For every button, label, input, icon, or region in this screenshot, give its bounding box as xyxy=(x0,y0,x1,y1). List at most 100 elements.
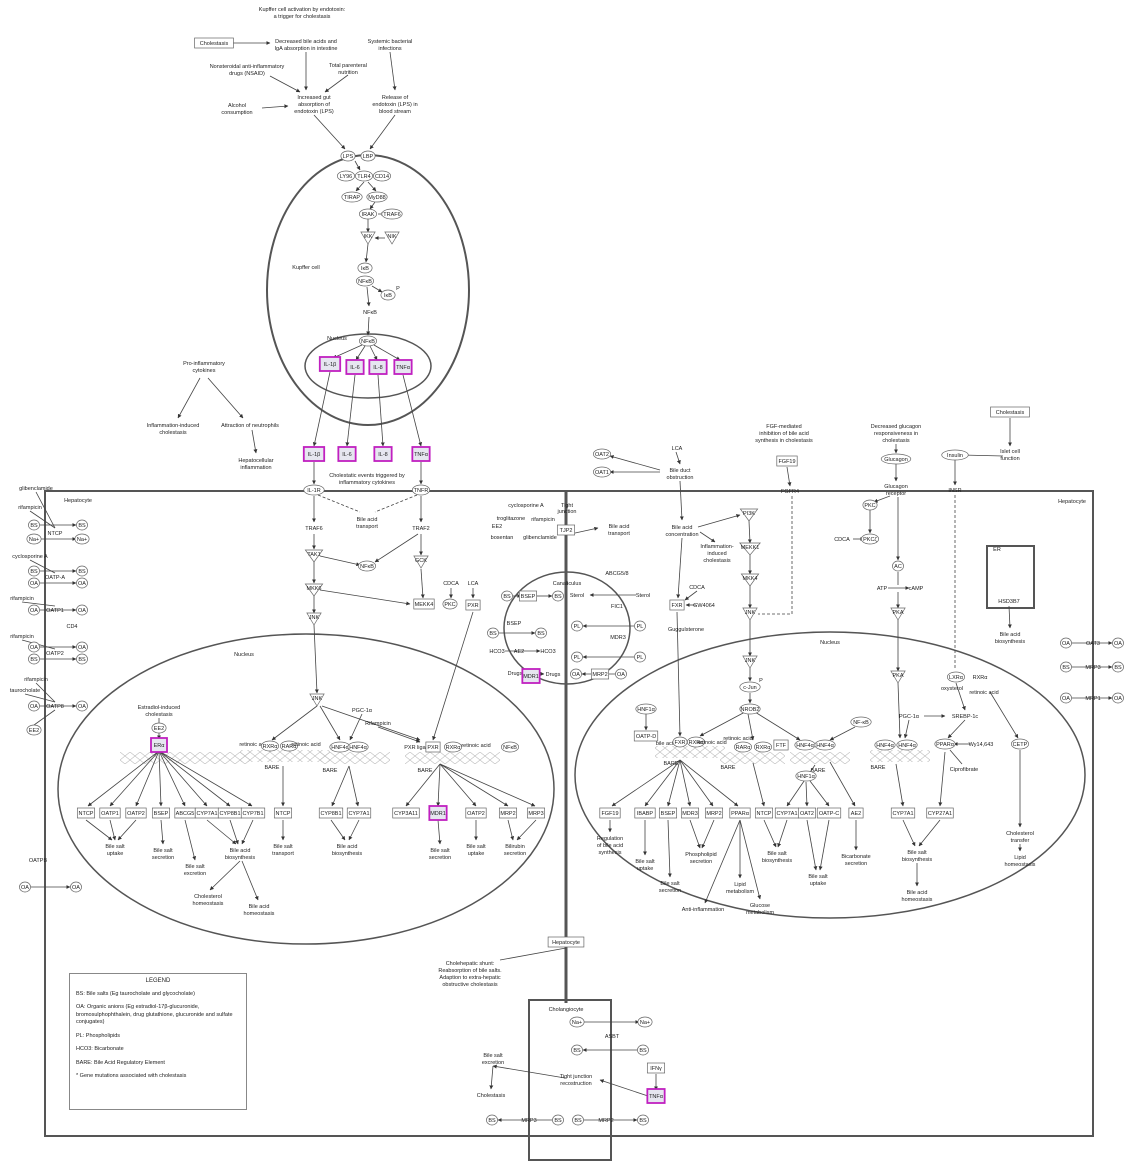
pathway-node[interactable]: OAT2 xyxy=(592,448,612,460)
pathway-node[interactable]: OATP1 xyxy=(99,807,121,819)
pathway-node[interactable]: Hepatocyte xyxy=(547,936,585,948)
pathway-node[interactable]: ERα xyxy=(150,737,168,753)
pathway-node[interactable]: PL xyxy=(571,651,583,663)
pathway-node[interactable]: BS xyxy=(28,653,40,665)
pathway-node[interactable]: BS xyxy=(28,565,40,577)
pathway-node[interactable]: PKC xyxy=(442,598,458,610)
pathway-node[interactable]: OA xyxy=(19,881,31,893)
pathway-node[interactable]: HNF1α xyxy=(635,703,657,715)
pathway-node[interactable]: Cholestasis xyxy=(990,406,1030,418)
pathway-node[interactable]: PKCζ xyxy=(860,533,880,545)
pathway-node[interactable]: FGF19 xyxy=(599,807,621,819)
pathway-node[interactable]: MEKK1 xyxy=(739,542,761,556)
pathway-node[interactable]: BS xyxy=(552,590,564,602)
pathway-node[interactable]: NFκB xyxy=(355,275,375,287)
pathway-node[interactable]: OA xyxy=(615,668,627,680)
pathway-node[interactable]: OA xyxy=(76,604,88,616)
pathway-node[interactable]: IκB xyxy=(357,262,373,274)
pathway-node[interactable]: IL-6 xyxy=(345,359,365,375)
pathway-node[interactable]: IL-1R xyxy=(303,484,325,496)
pathway-node[interactable]: IRAK xyxy=(358,208,378,220)
pathway-node[interactable]: PL xyxy=(634,620,646,632)
pathway-node[interactable]: BS xyxy=(501,590,513,602)
pathway-node[interactable]: PPARα xyxy=(729,807,751,819)
pathway-node[interactable]: BS xyxy=(486,1114,498,1126)
pathway-node[interactable]: OA xyxy=(1112,637,1124,649)
pathway-node[interactable]: BS xyxy=(76,519,88,531)
pathway-node[interactable]: Glucagon xyxy=(880,453,912,465)
pathway-node[interactable]: MyD88 xyxy=(366,191,388,203)
pathway-node[interactable]: CYP8B1 xyxy=(318,807,344,819)
pathway-node[interactable]: IBABP xyxy=(634,807,656,819)
pathway-node[interactable]: HNF4α xyxy=(874,739,896,751)
pathway-node[interactable]: FGF19 xyxy=(776,455,798,467)
pathway-node[interactable]: CYP8B1 xyxy=(217,807,243,819)
pathway-node[interactable]: BS xyxy=(76,653,88,665)
pathway-node[interactable]: BSEP xyxy=(151,807,171,819)
pathway-node[interactable]: OA xyxy=(76,700,88,712)
pathway-node[interactable]: IL-1β xyxy=(302,446,326,462)
pathway-node[interactable]: HNF4α xyxy=(814,739,836,751)
pathway-node[interactable]: NROB2 xyxy=(739,703,761,715)
pathway-node[interactable]: CYP27A1 xyxy=(926,807,954,819)
pathway-node[interactable]: NF-κB xyxy=(850,716,872,728)
pathway-node[interactable]: OA xyxy=(76,641,88,653)
pathway-node[interactable]: BSEP xyxy=(658,807,678,819)
pathway-node[interactable]: HNF4α xyxy=(347,741,369,753)
pathway-node[interactable]: BS xyxy=(1060,661,1072,673)
pathway-node[interactable]: CYP7A1 xyxy=(774,807,800,819)
pathway-node[interactable]: RXRα xyxy=(260,740,280,752)
pathway-node[interactable]: CYP3A11 xyxy=(392,807,420,819)
pathway-node[interactable]: IκB xyxy=(380,289,396,301)
pathway-node[interactable]: RXRα xyxy=(686,736,706,748)
pathway-node[interactable]: CYP7A1 xyxy=(194,807,220,819)
pathway-node[interactable]: BS xyxy=(637,1044,649,1056)
pathway-node[interactable]: IL-6 xyxy=(337,446,357,462)
pathway-node[interactable]: MEKK4 xyxy=(413,598,435,610)
pathway-node[interactable]: MDR3 xyxy=(680,807,700,819)
pathway-node[interactable]: OA xyxy=(1060,692,1072,704)
pathway-node[interactable]: Na+ xyxy=(26,533,42,545)
pathway-node[interactable]: OA xyxy=(28,641,40,653)
pathway-node[interactable]: BS xyxy=(28,519,40,531)
pathway-node[interactable]: OA xyxy=(70,881,82,893)
pathway-node[interactable]: PL xyxy=(634,651,646,663)
pathway-node[interactable]: MDR1 xyxy=(428,805,448,821)
pathway-node[interactable]: FXR xyxy=(672,736,688,748)
pathway-node[interactable]: LPS xyxy=(340,150,356,162)
pathway-node[interactable]: NFκB xyxy=(358,335,378,347)
pathway-node[interactable]: BS xyxy=(571,1044,583,1056)
pathway-node[interactable]: OAT2 xyxy=(797,807,817,819)
pathway-node[interactable]: RARα xyxy=(733,741,753,753)
pathway-node[interactable]: RARα xyxy=(279,740,299,752)
pathway-node[interactable]: Na+ xyxy=(74,533,90,545)
pathway-node[interactable]: Na+ xyxy=(569,1016,585,1028)
pathway-node[interactable]: OATP-C xyxy=(816,807,842,819)
pathway-node[interactable]: BS xyxy=(1112,661,1124,673)
pathway-node[interactable]: CYP7A1 xyxy=(890,807,916,819)
pathway-node[interactable]: IL-8 xyxy=(373,446,393,462)
pathway-node[interactable]: HNF4α xyxy=(329,741,351,753)
pathway-node[interactable]: CD14 xyxy=(372,170,392,182)
pathway-node[interactable]: RXRα xyxy=(753,741,773,753)
pathway-node[interactable]: EE2 xyxy=(26,724,42,736)
pathway-node[interactable]: JNK xyxy=(309,693,325,707)
pathway-node[interactable]: TNFR xyxy=(411,484,431,496)
pathway-node[interactable]: PKC xyxy=(862,499,878,511)
pathway-node[interactable]: RXRα xyxy=(443,741,463,753)
pathway-node[interactable]: JNK xyxy=(742,607,758,621)
pathway-node[interactable]: OA xyxy=(76,577,88,589)
pathway-node[interactable]: PXR xyxy=(425,741,441,753)
pathway-node[interactable]: CYP7B1 xyxy=(240,807,266,819)
pathway-node[interactable]: JNK xyxy=(742,655,758,669)
pathway-node[interactable]: TNFα xyxy=(393,359,413,375)
pathway-node[interactable]: LBP xyxy=(360,150,376,162)
pathway-node[interactable]: MKK6 xyxy=(304,583,324,597)
pathway-node[interactable]: TJP2 xyxy=(556,524,576,536)
pathway-node[interactable]: NFκB xyxy=(357,560,377,572)
pathway-node[interactable]: PKA xyxy=(890,670,906,684)
pathway-node[interactable]: c-Jun xyxy=(739,681,761,693)
pathway-node[interactable]: GCK xyxy=(413,555,429,569)
pathway-node[interactable]: PL xyxy=(571,620,583,632)
pathway-node[interactable]: JNK xyxy=(306,612,322,626)
